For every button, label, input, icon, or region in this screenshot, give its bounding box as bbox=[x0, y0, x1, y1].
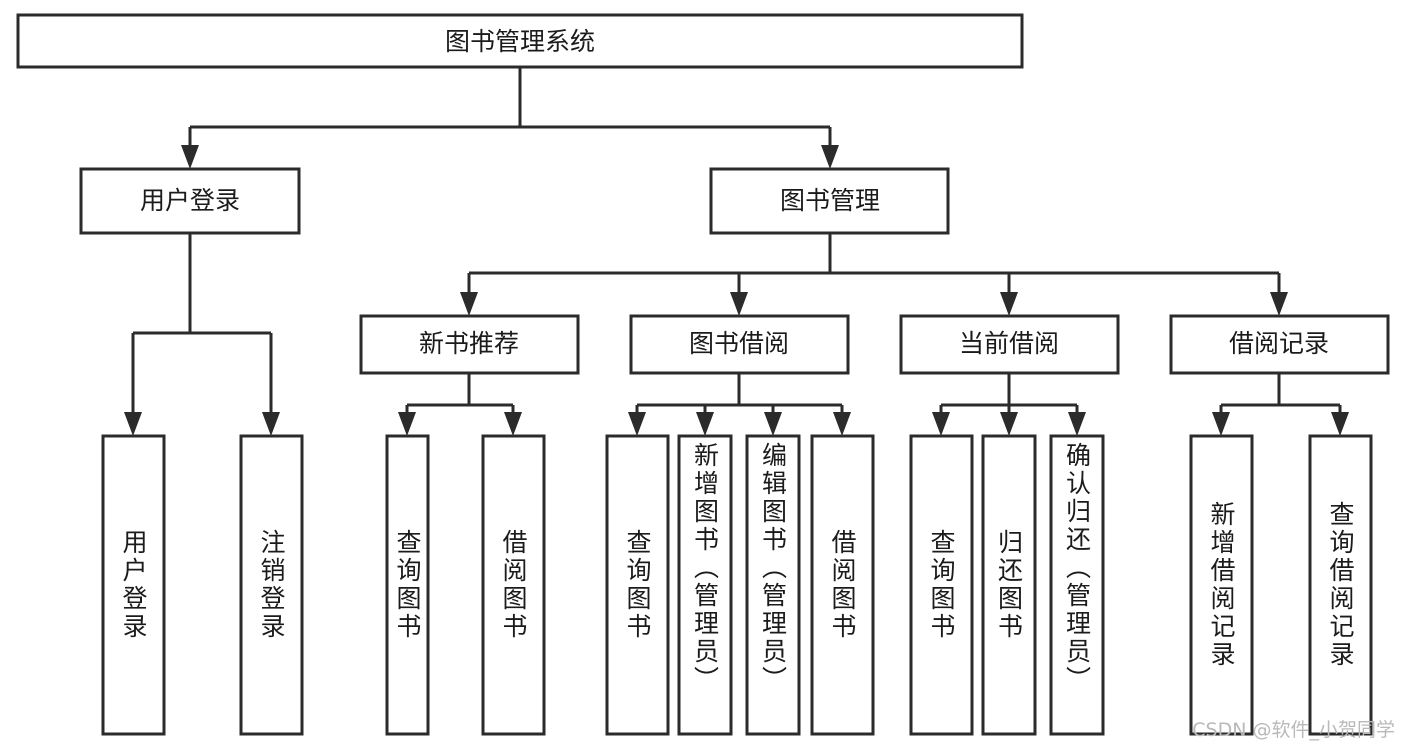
connector-current-borrow-to-leaves bbox=[932, 373, 1086, 436]
node-book-management-label: 图书管理 bbox=[780, 186, 880, 215]
connector-user-login-to-leaves bbox=[124, 233, 280, 436]
leaf-rect-edit-book-admin[interactable] bbox=[745, 434, 801, 736]
node-new-book-recommendation-label: 新书推荐 bbox=[419, 329, 519, 358]
leaf-node-rects bbox=[101, 434, 1373, 736]
node-borrowing-record-label: 借阅记录 bbox=[1229, 329, 1329, 358]
connector-borrow-record-to-leaves bbox=[1212, 373, 1349, 436]
node-book-management[interactable]: 图书管理 bbox=[709, 167, 950, 235]
leaf-rect-query-book-1[interactable] bbox=[385, 434, 430, 736]
node-root-label: 图书管理系统 bbox=[445, 27, 595, 56]
node-book-borrowing-label: 图书借阅 bbox=[689, 329, 789, 358]
leaf-rect-query-record[interactable] bbox=[1308, 434, 1373, 736]
leaf-rect-add-record[interactable] bbox=[1189, 434, 1254, 736]
connector-book-borrow-to-leaves bbox=[628, 373, 851, 436]
leaf-rect-user-login[interactable] bbox=[101, 434, 166, 736]
leaf-rect-confirm-return[interactable] bbox=[1049, 434, 1105, 736]
node-user-login[interactable]: 用户登录 bbox=[79, 167, 301, 235]
node-root-book-management-system[interactable]: 图书管理系统 bbox=[16, 13, 1024, 69]
node-new-book-recommendation[interactable]: 新书推荐 bbox=[359, 314, 580, 375]
leaf-rect-borrow-book-2[interactable] bbox=[810, 434, 875, 736]
connector-book-management-to-level3 bbox=[460, 233, 1288, 316]
leaf-rect-return-book[interactable] bbox=[981, 434, 1037, 736]
leaf-rect-logout[interactable] bbox=[239, 434, 304, 736]
leaf-rect-add-book-admin[interactable] bbox=[677, 434, 733, 736]
connector-root-to-level2 bbox=[181, 67, 839, 169]
leaf-rect-borrow-book-1[interactable] bbox=[481, 434, 546, 736]
node-borrowing-record[interactable]: 借阅记录 bbox=[1169, 314, 1390, 375]
node-current-borrowing-label: 当前借阅 bbox=[959, 329, 1059, 358]
node-current-borrowing[interactable]: 当前借阅 bbox=[899, 314, 1120, 375]
node-book-borrowing[interactable]: 图书借阅 bbox=[629, 314, 850, 375]
connector-new-book-rec-to-leaves bbox=[398, 373, 522, 436]
leaf-rect-query-book-3[interactable] bbox=[909, 434, 974, 736]
leaf-rect-query-book-2[interactable] bbox=[605, 434, 670, 736]
csdn-watermark: CSDN @软件_小贺同学 bbox=[1192, 719, 1395, 741]
node-user-login-label: 用户登录 bbox=[140, 186, 240, 215]
